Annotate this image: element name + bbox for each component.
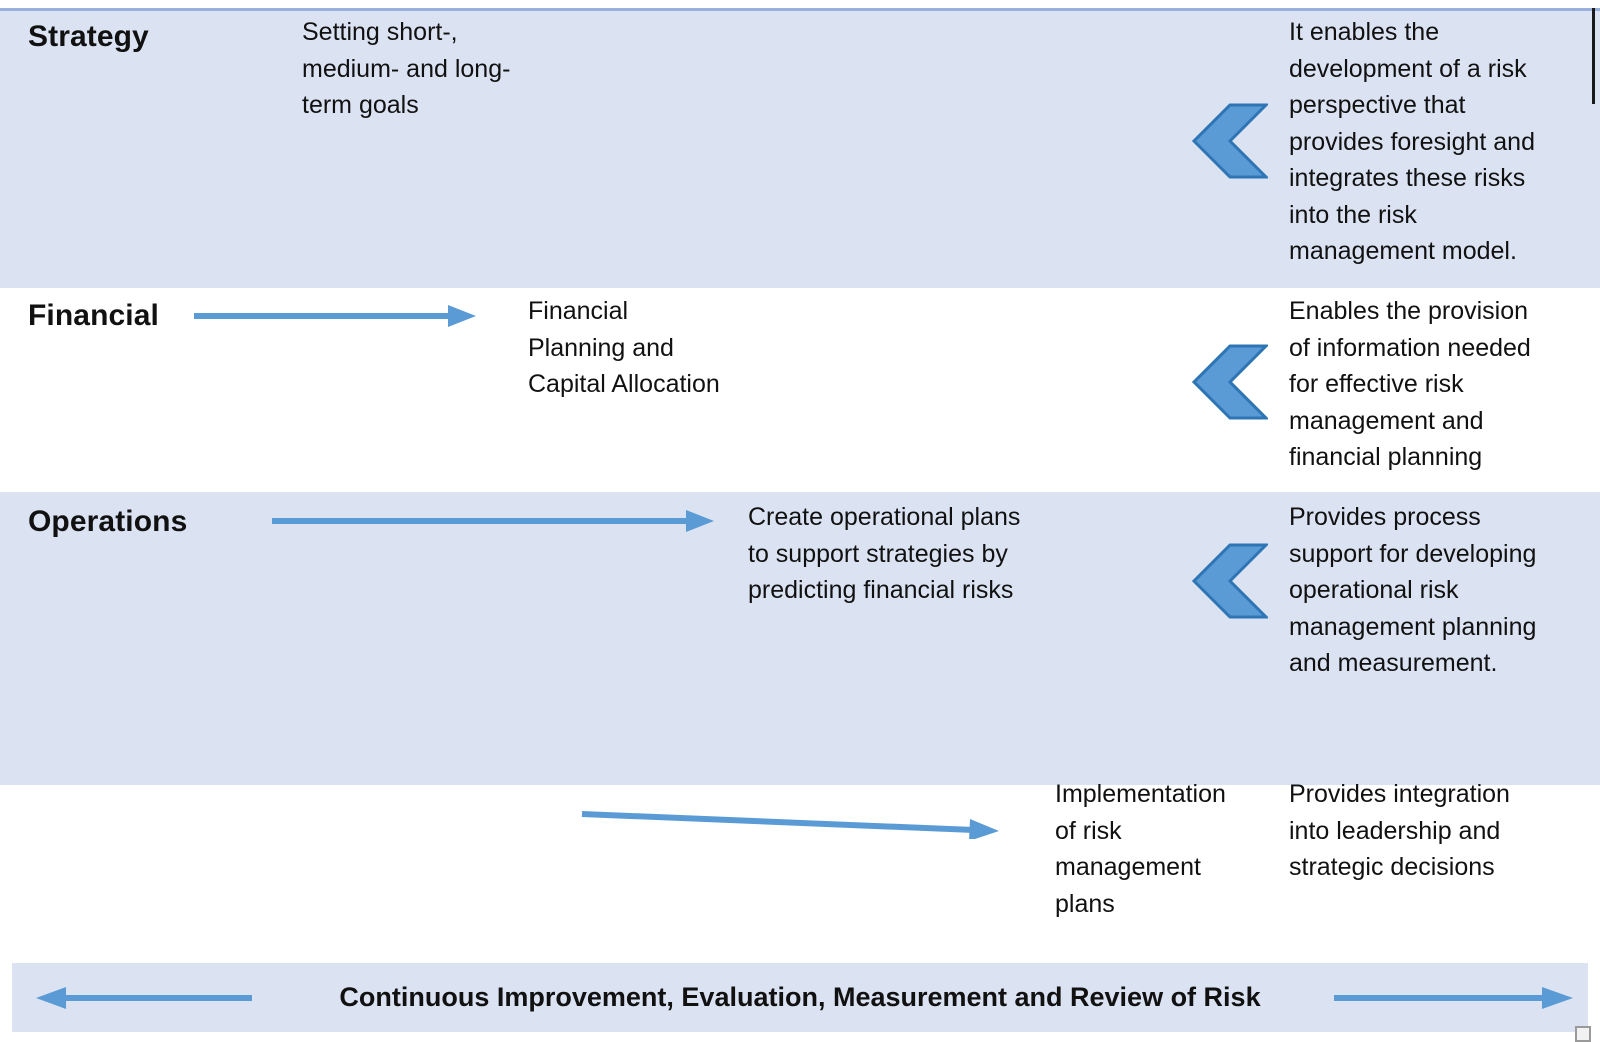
row-benefit-strategy: It enables the development of a risk per… [1289, 18, 1535, 265]
row-band-operations [0, 492, 1600, 785]
row-benefit-financial: Enables the provision of information nee… [1289, 297, 1531, 471]
row-activity-financial: Financial Planning and Capital Allocatio… [528, 297, 720, 398]
row-benefit-implementation: Provides integration into leadership and… [1289, 780, 1510, 881]
left-chevron-icon-operations [1186, 543, 1270, 619]
row-label-operations: Operations [28, 505, 188, 538]
row-activity-operations: Create operational plans to support stra… [748, 503, 1021, 604]
row-activity-strategy: Setting short-, medium- and long-term go… [302, 18, 511, 119]
row-label-strategy: Strategy [28, 20, 149, 53]
arrow-left-icon-banner [32, 983, 254, 1013]
row-activity-implementation: Implementation of risk management plans [1055, 780, 1226, 918]
arrow-right-icon-operations [268, 505, 718, 535]
resize-handle[interactable] [1575, 1026, 1591, 1042]
row-benefit-operations: Provides process support for developing … [1289, 503, 1537, 677]
selection-edge-marker [1592, 8, 1595, 104]
arrow-right-icon-financial [190, 300, 480, 330]
left-chevron-icon-strategy [1186, 103, 1270, 179]
continuous-improvement-banner: Continuous Improvement, Evaluation, Meas… [12, 963, 1588, 1032]
left-chevron-icon-financial [1186, 344, 1270, 420]
row-label-financial: Financial [28, 299, 159, 332]
row-band-strategy [0, 8, 1600, 288]
arrow-right-icon-implementation [578, 803, 1003, 841]
arrow-right-icon-banner [1332, 983, 1577, 1013]
